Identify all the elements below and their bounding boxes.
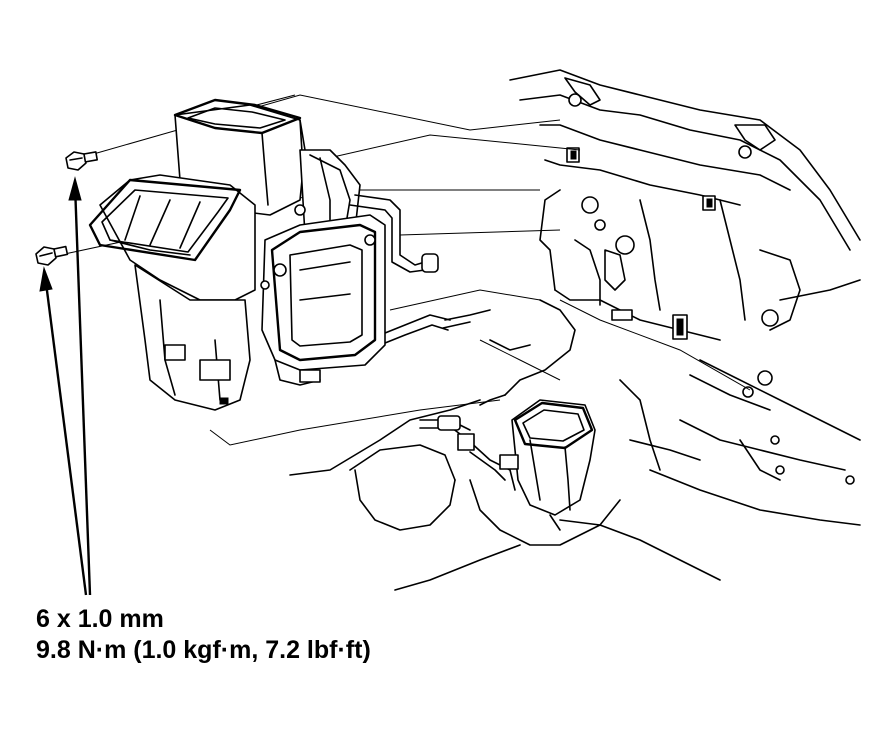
wire-harness [419, 309, 519, 491]
bolt-leader-arrows [39, 176, 92, 596]
floor-duct [511, 399, 596, 531]
bolt-size-label: 6 x 1.0 mm [36, 605, 164, 633]
bolt-upper-icon [65, 151, 99, 171]
floor-tunnel-outline [289, 299, 721, 591]
bolt-torque-callout: 6 x 1.0 mm 9.8 N·m (1.0 kgf·m, 7.2 lbf·f… [36, 604, 371, 666]
bolt-lower-icon [35, 245, 69, 266]
torque-spec-label: 9.8 N·m (1.0 kgf·m, 7.2 lbf·ft) [36, 636, 371, 664]
firewall-body-panel [509, 69, 861, 526]
heater-unit [88, 98, 451, 411]
